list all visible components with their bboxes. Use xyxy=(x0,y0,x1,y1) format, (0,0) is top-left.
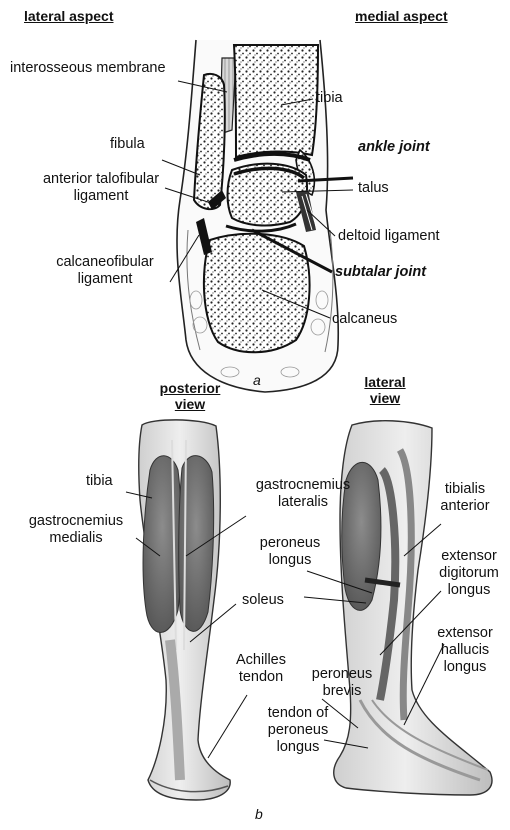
header-lateral-aspect: lateral aspect xyxy=(24,8,114,24)
posterior-leg xyxy=(139,420,231,800)
label-deltoid-ligament: deltoid ligament xyxy=(338,228,440,245)
tibia-bone xyxy=(234,45,318,157)
caption-a: a xyxy=(253,372,261,388)
label-calcaneus: calcaneus xyxy=(332,311,397,328)
label-interosseous-membrane: interosseous membrane xyxy=(10,60,166,77)
header-medial-aspect: medial aspect xyxy=(355,8,448,24)
label-subtalar-joint: subtalar joint xyxy=(335,264,426,281)
label-tibia-a: tibia xyxy=(316,90,343,107)
label-tibia-b: tibia xyxy=(86,473,113,490)
label-fibula: fibula xyxy=(110,136,145,153)
label-ankle-joint: ankle joint xyxy=(358,139,430,156)
label-talus: talus xyxy=(358,180,389,197)
caption-b: b xyxy=(255,806,263,822)
label-soleus: soleus xyxy=(242,592,284,609)
